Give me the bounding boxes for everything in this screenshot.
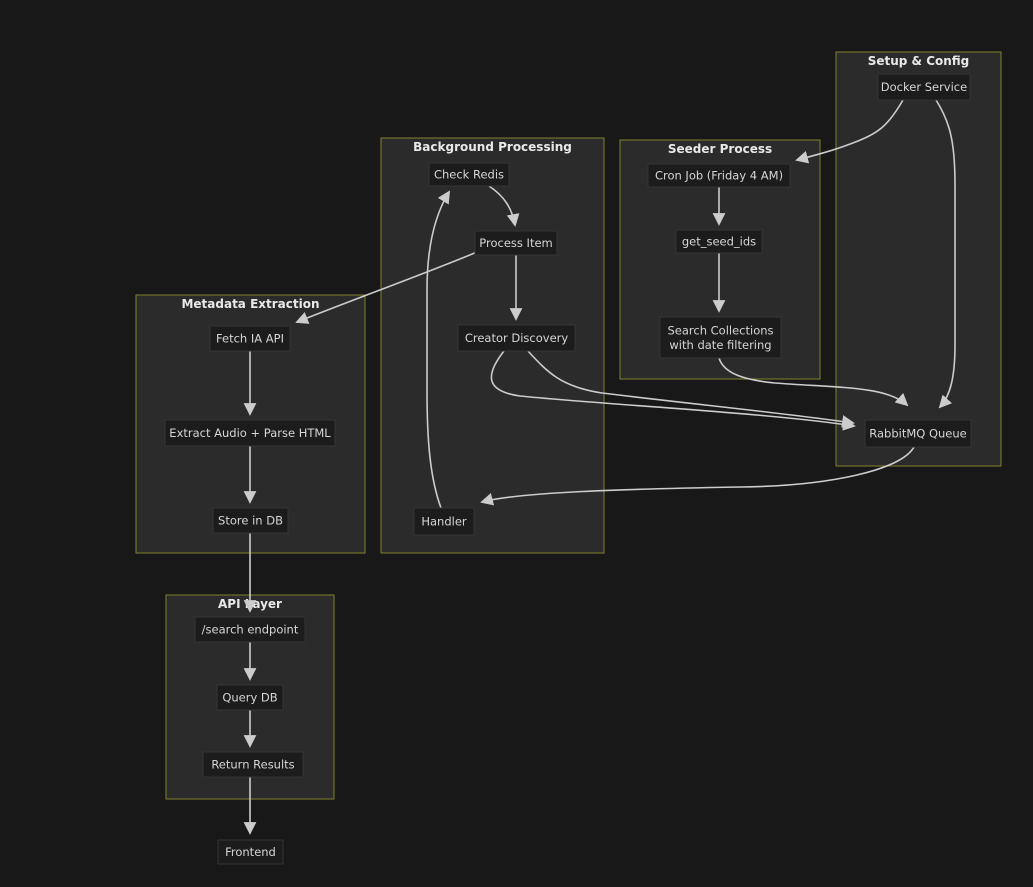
node-label-query-db: Query DB [222,691,277,705]
node-label-get-seed-ids: get_seed_ids [682,235,756,249]
node-label-docker-service: Docker Service [881,80,967,94]
node-get-seed-ids [675,229,763,254]
edge-rabbitmq-queue-to-handler [480,446,915,506]
node-label-return-results: Return Results [211,758,294,772]
node-label-store-in-db: Store in DB [218,514,283,528]
node-search-endpoint [194,616,306,643]
edge-check-redis-to-process-item [488,185,520,227]
node-query-db [216,684,284,711]
node-creator-discovery [457,324,576,352]
edge-docker-service-to-rabbitmq-queue [935,99,956,409]
edge-handler-to-check-redis [426,190,451,509]
node-label-check-redis: Check Redis [434,168,504,182]
node-return-results [202,751,304,778]
node-label-process-item: Process Item [479,236,552,250]
node-cron-job [647,163,791,188]
group-title-metadata: Metadata Extraction [181,297,319,311]
group-title-seeder: Seeder Process [668,142,772,156]
group-title-setup: Setup & Config [868,54,970,68]
node-label-frontend: Frontend [225,845,276,859]
node-extract-audio [164,419,336,447]
node-label-fetch-ia-api: Fetch IA API [216,332,284,346]
edge-process-item-to-fetch-ia-api [295,251,478,324]
node-rabbitmq-queue [864,419,972,448]
edge-creator-discovery-to-rabbitmq-queue [527,350,855,428]
node-search-collections [659,316,782,359]
edge-docker-service-to-cron-job [795,99,904,164]
edge-search-collections-to-rabbitmq-queue [718,357,909,407]
group-title-background: Background Processing [413,140,572,154]
node-check-redis [428,162,510,187]
edge-creator-discovery-to-rabbitmq-queue [490,350,856,431]
node-label-creator-discovery: Creator Discovery [465,331,569,345]
group-setup [835,51,1002,467]
node-label-handler: Handler [421,515,467,529]
node-label-extract-audio: Extract Audio + Parse HTML [169,426,331,440]
node-handler [413,507,475,536]
node-frontend [217,839,284,865]
node-label-rabbitmq-queue: RabbitMQ Queue [869,427,967,441]
node-label-search-endpoint: /search endpoint [202,623,299,637]
node-label-cron-job: Cron Job (Friday 4 AM) [655,169,783,183]
node-fetch-ia-api [209,325,291,352]
node-docker-service [877,73,971,101]
node-process-item [474,230,558,256]
node-store-in-db [212,507,289,534]
